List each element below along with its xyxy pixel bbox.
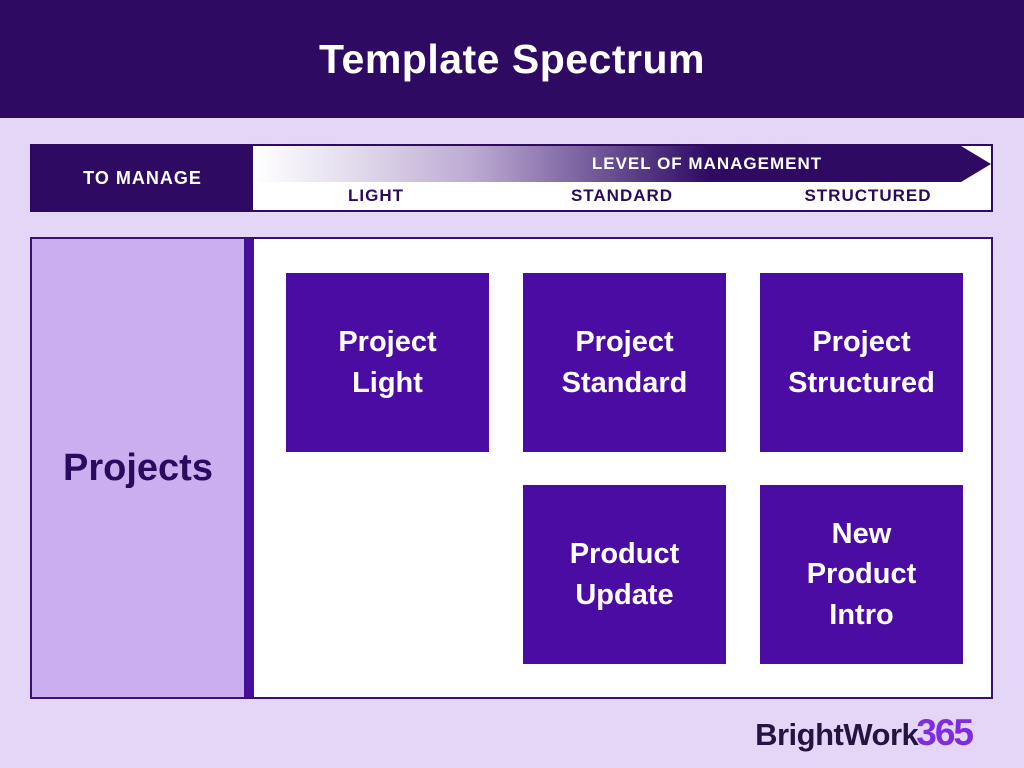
logo-brand-text: BrightWork: [755, 717, 919, 752]
header-banner: Template Spectrum: [0, 0, 1024, 118]
template-box-new-product-intro: New Product Intro: [760, 485, 963, 664]
template-box-project-standard: Project Standard: [523, 273, 726, 452]
brightwork365-logo: BrightWork 365: [755, 712, 974, 754]
level-of-management-label: LEVEL OF MANAGEMENT: [591, 154, 823, 173]
gradient-arrow: LEVEL OF MANAGEMENT: [253, 146, 991, 182]
template-box-project-structured: Project Structured: [760, 273, 963, 452]
template-box-project-light: Project Light: [286, 273, 489, 452]
matrix-panel: Projects Project Light Project Standard …: [30, 237, 993, 699]
level-label-standard: STANDARD: [570, 186, 674, 205]
level-label-light: LIGHT: [348, 186, 404, 205]
page-title: Template Spectrum: [319, 35, 705, 82]
spectrum-right-section: LEVEL OF MANAGEMENT LIGHT STANDARD STRUC…: [253, 146, 991, 210]
spectrum-bar: TO MANAGE LEVEL OF MANAGEMENT LIGHT STAN…: [30, 144, 993, 212]
row-header-projects: Projects: [63, 446, 213, 489]
to-manage-cell: TO MANAGE: [32, 146, 253, 210]
level-label-structured: STRUCTURED: [804, 186, 932, 205]
logo-suffix-text: 365: [916, 712, 974, 753]
template-box-grid: Project Light Project Standard Project S…: [254, 239, 991, 697]
level-labels-row: LIGHT STANDARD STRUCTURED: [253, 182, 991, 210]
to-manage-label: TO MANAGE: [83, 167, 202, 188]
row-header-cell: Projects: [32, 239, 244, 697]
template-box-product-update: Product Update: [523, 485, 726, 664]
row-divider: [244, 239, 254, 697]
